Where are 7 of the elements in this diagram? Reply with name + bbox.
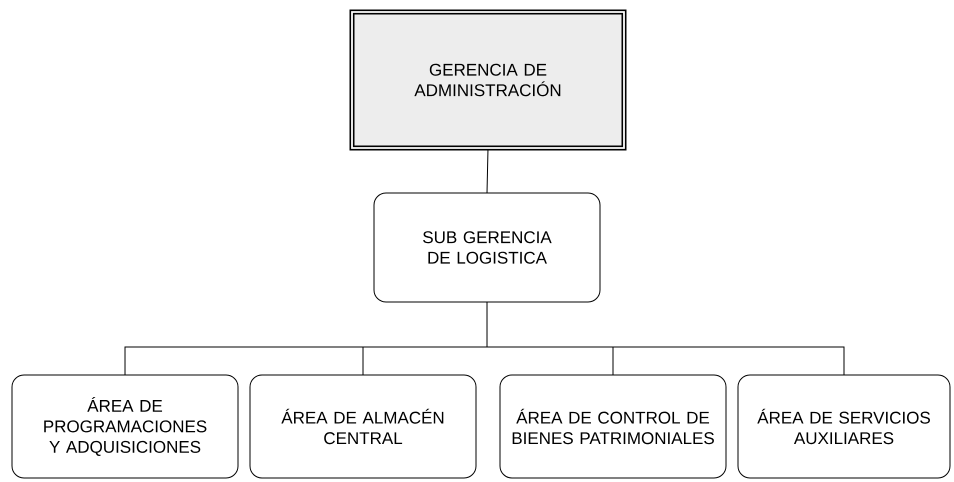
rounded-box: ÁREA DE ALMACÉN CENTRAL [250,374,476,478]
title-box: GERENCIA DE ADMINISTRACIÓN [350,10,626,150]
connector-line [486,148,488,194]
rounded-box: SUB GERENCIA DE LOGISTICA [374,192,600,302]
rounded-box: ÁREA DE PROGRAMACIONES Y ADQUISICIONES [12,374,238,478]
rounded-box: ÁREA DE CONTROL DE BIENES PATRIMONIALES [500,374,726,478]
rounded-box: ÁREA DE SERVICIOS AUXILIARES [738,374,950,478]
